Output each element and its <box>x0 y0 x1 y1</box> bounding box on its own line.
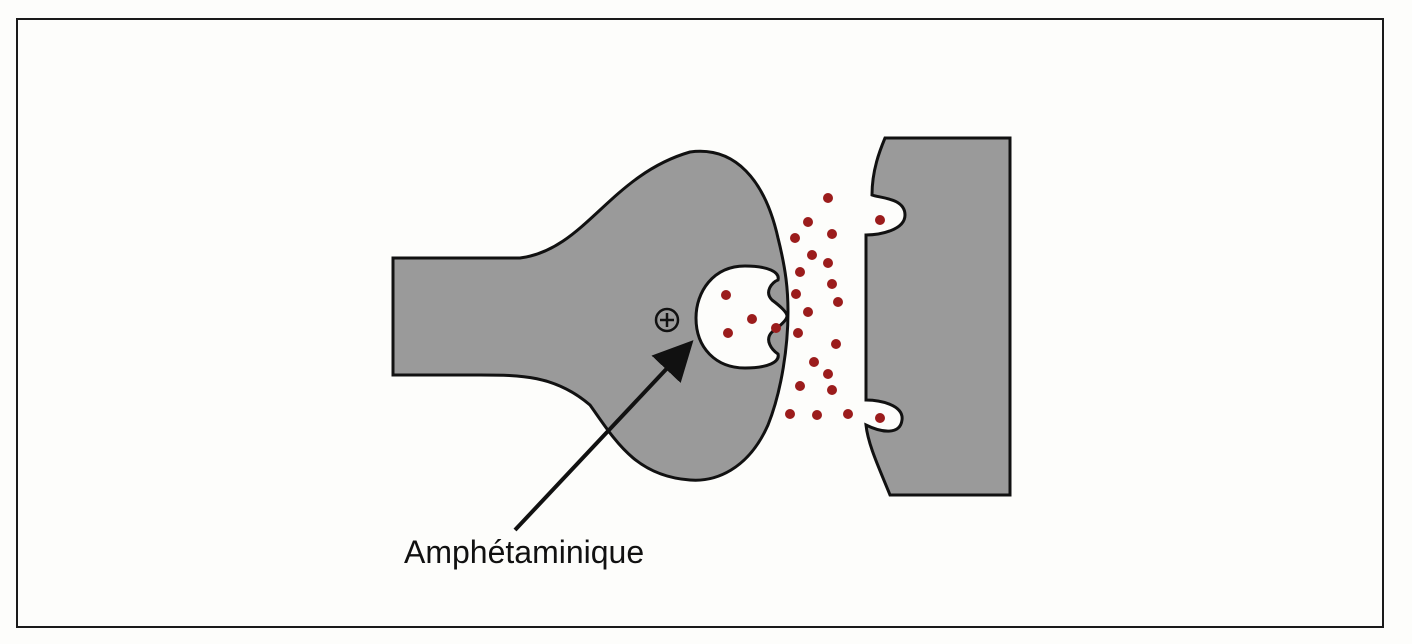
molecule <box>827 385 837 395</box>
figure-frame <box>16 18 1384 628</box>
molecule <box>791 289 801 299</box>
molecule <box>747 314 757 324</box>
molecule <box>812 410 822 420</box>
drug-label: Amphétaminique <box>404 534 645 570</box>
molecule <box>823 258 833 268</box>
molecule <box>809 357 819 367</box>
molecule <box>827 229 837 239</box>
molecule <box>803 307 813 317</box>
molecule <box>790 233 800 243</box>
molecule <box>875 215 885 225</box>
molecule <box>723 328 733 338</box>
molecule <box>795 267 805 277</box>
molecule <box>803 217 813 227</box>
pointer-arrow <box>513 340 694 532</box>
molecule <box>875 413 885 423</box>
molecule <box>793 328 803 338</box>
synaptic-vesicle <box>694 264 789 370</box>
postsynaptic-neuron <box>864 136 1012 497</box>
molecule <box>843 409 853 419</box>
molecule <box>785 409 795 419</box>
molecule <box>771 323 781 333</box>
neurotransmitter-molecules <box>721 193 885 423</box>
presynaptic-terminal <box>391 149 790 482</box>
molecule <box>823 369 833 379</box>
molecule <box>721 290 731 300</box>
plus-sign-icon <box>654 307 680 333</box>
molecule <box>823 193 833 203</box>
molecule <box>831 339 841 349</box>
molecule <box>827 279 837 289</box>
molecule <box>795 381 805 391</box>
molecule <box>833 297 843 307</box>
molecule <box>807 250 817 260</box>
